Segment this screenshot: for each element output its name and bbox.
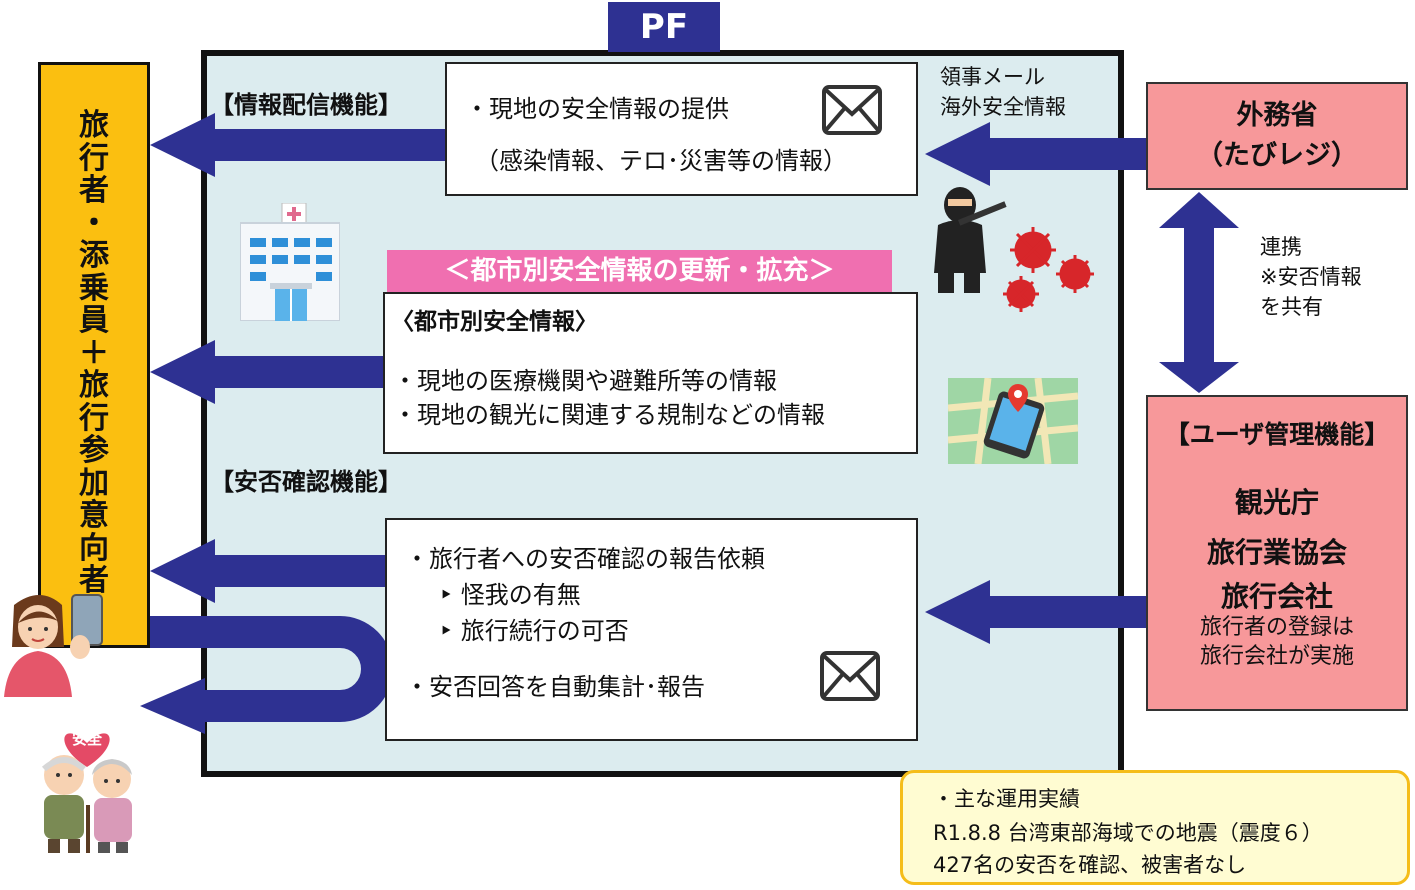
mofa-line-1: 外務省 bbox=[1236, 100, 1318, 131]
safety-confirm-box: ・旅行者への安否確認の報告依頼 ‣ 怪我の有無 ‣ 旅行続行の可否 ・安否回答を… bbox=[385, 518, 918, 741]
envelope-icon bbox=[822, 85, 882, 135]
envelope-icon bbox=[820, 651, 880, 701]
user-mgmt-org-1: 観光庁 bbox=[1234, 486, 1319, 519]
consular-line-2: 海外安全情報 bbox=[940, 95, 1066, 119]
consular-info: 領事メール 海外安全情報 bbox=[940, 62, 1066, 122]
pf-label: PF bbox=[608, 2, 720, 52]
elderly-couple-icon bbox=[41, 733, 132, 853]
results-line-2: R1.8.8 台湾東部海域での地震（震度６） bbox=[933, 821, 1323, 845]
arrow-safety-to-traveler bbox=[150, 539, 385, 603]
mofa-box: 外務省 （たびレジ） bbox=[1146, 82, 1408, 190]
hospital-icon bbox=[240, 203, 340, 321]
city-update-banner: ＜都市別安全情報の更新・拡充＞ bbox=[387, 250, 892, 292]
results-box: ・主な運用実績 R1.8.8 台湾東部海域での地震（震度６） 427名の安否を確… bbox=[900, 770, 1410, 885]
terrorist-icon bbox=[934, 187, 1007, 293]
badge-line-2: 安全 bbox=[71, 730, 102, 748]
user-mgmt-note-2: 旅行会社が実施 bbox=[1199, 644, 1354, 669]
user-mgmt-org-3: 旅行会社 bbox=[1220, 580, 1333, 613]
user-mgmt-org-2: 旅行業協会 bbox=[1206, 536, 1347, 569]
info-line-1: ・現地の安全情報の提供 bbox=[465, 95, 729, 123]
arrow-mofa-to-info bbox=[925, 122, 1146, 186]
link-note: 連携 ※安否情報 を共有 bbox=[1260, 232, 1362, 322]
user-mgmt-note-1: 旅行者の登録は bbox=[1199, 615, 1354, 640]
mofa-line-2: （たびレジ） bbox=[1196, 140, 1358, 171]
info-distribution-title: 【情報配信機能】 bbox=[210, 91, 402, 119]
arrow-user-to-safety bbox=[925, 580, 1148, 644]
arrow-info-to-traveler bbox=[150, 113, 445, 177]
safety-line-1: ・旅行者への安否確認の報告依頼 bbox=[405, 545, 765, 573]
arrow-return-uturn bbox=[150, 616, 393, 722]
city-info-line-2: ・現地の観光に関連する規制などの情報 bbox=[393, 401, 825, 429]
woman-with-phone-icon bbox=[4, 594, 103, 697]
safety-confirm-title: 【安否確認機能】 bbox=[210, 468, 402, 496]
link-line-1: 連携 bbox=[1260, 235, 1302, 259]
user-mgmt-title: 【ユーザ管理機能】 bbox=[1164, 420, 1390, 449]
safety-line-4: ・安否回答を自動集計･報告 bbox=[405, 673, 705, 701]
arrow-return-head bbox=[140, 678, 205, 734]
traveler-box bbox=[38, 62, 150, 648]
info-distribution-box: ・現地の安全情報の提供 （感染情報、テロ･災害等の情報） bbox=[445, 62, 918, 196]
results-line-3: 427名の安否を確認、被害者なし bbox=[933, 853, 1247, 877]
results-line-1: ・主な運用実績 bbox=[933, 787, 1080, 811]
smartphone-map-icon bbox=[948, 378, 1078, 464]
arrow-city-to-traveler bbox=[150, 340, 385, 404]
virus-icon bbox=[1003, 227, 1094, 312]
city-info-line-1: ・現地の医療機関や避難所等の情報 bbox=[393, 367, 777, 395]
safety-line-3: ‣ 旅行続行の可否 bbox=[439, 617, 629, 645]
badge-line-1: 安心 bbox=[71, 713, 102, 731]
user-management-box: 【ユーザ管理機能】 観光庁 旅行業協会 旅行会社 旅行者の登録は 旅行会社が実施 bbox=[1146, 395, 1408, 711]
consular-line-1: 領事メール bbox=[940, 65, 1045, 89]
info-line-2: （感染情報、テロ･災害等の情報） bbox=[475, 147, 847, 175]
link-line-3: を共有 bbox=[1260, 295, 1323, 319]
link-line-2: ※安否情報 bbox=[1260, 265, 1362, 289]
safety-badge: 安心 安全 bbox=[57, 714, 117, 748]
traveler-label: 旅 行 者 ・ 添 乗 員 ＋ 旅 行 参 加 意 向 者 bbox=[79, 108, 109, 598]
city-info-box: 〈都市別安全情報〉 ・現地の医療機関や避難所等の情報 ・現地の観光に関連する規制… bbox=[383, 292, 918, 454]
arrow-link-bidirectional bbox=[1159, 192, 1239, 393]
city-info-title: 〈都市別安全情報〉 bbox=[391, 309, 598, 335]
safety-line-2: ‣ 怪我の有無 bbox=[439, 581, 581, 609]
